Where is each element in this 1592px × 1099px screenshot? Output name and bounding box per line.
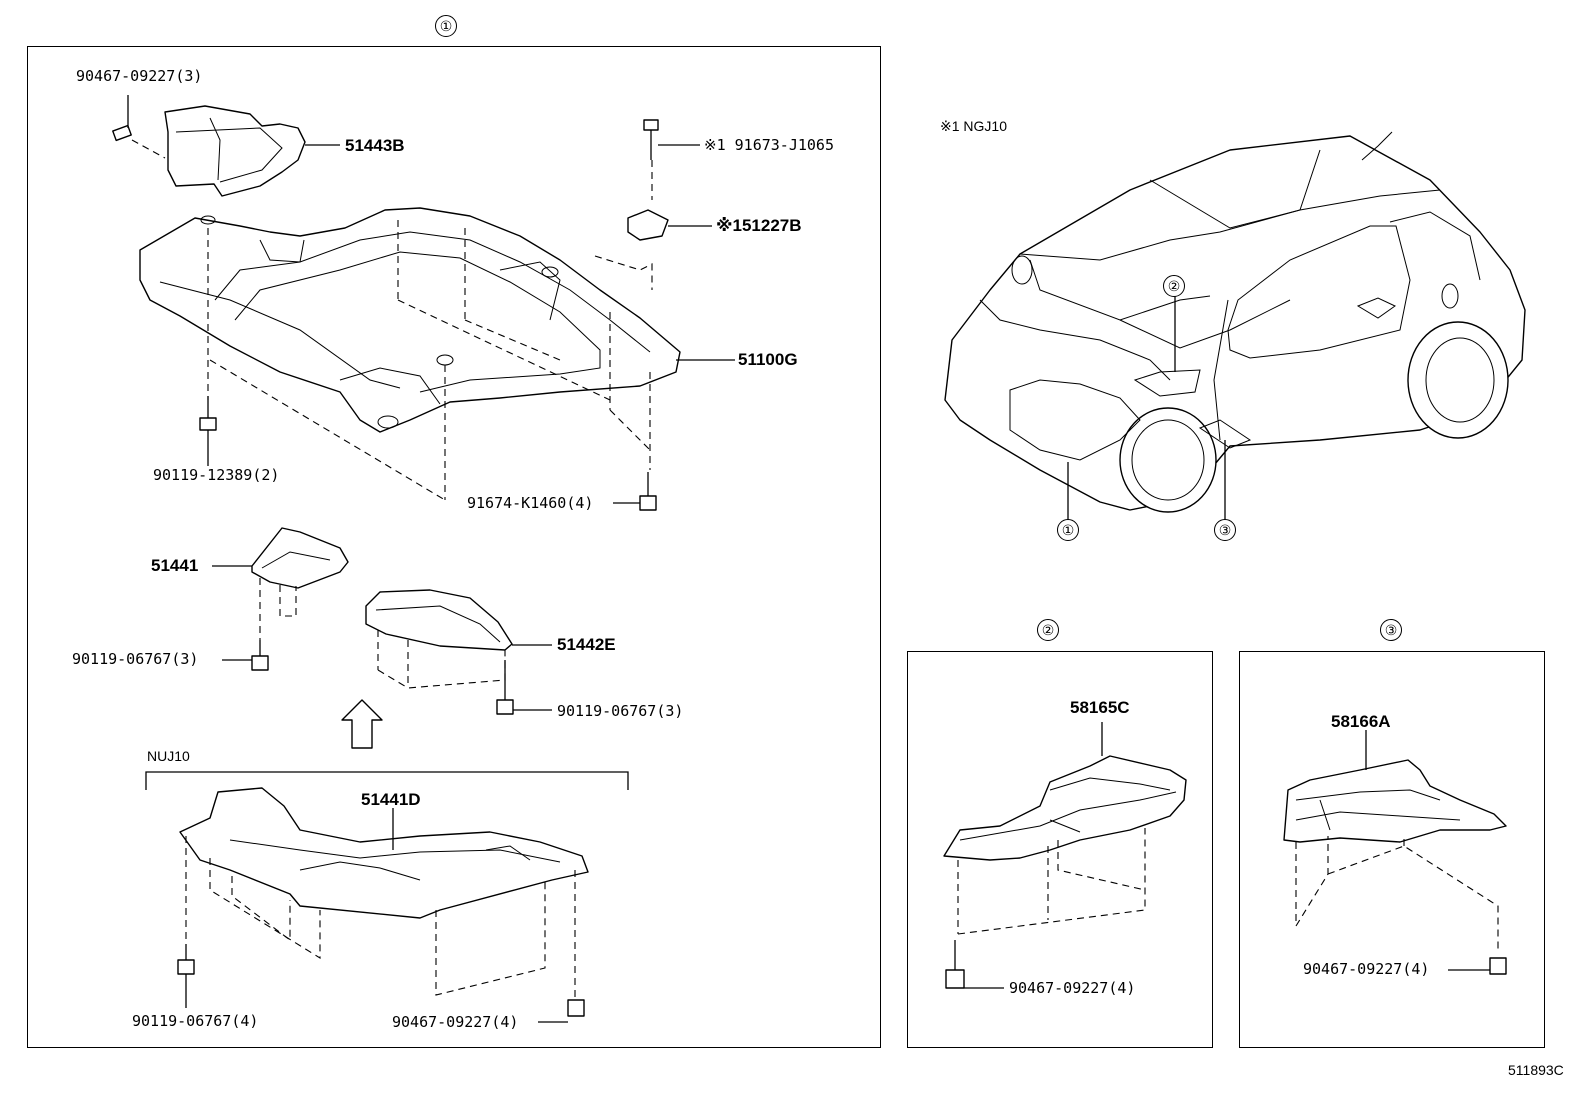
label-51442e: 51442E [557, 635, 616, 654]
bracket-51227b-drawing [627, 209, 712, 241]
label-bolt-91674-k1460-4: 91674-K1460(4) [467, 494, 594, 512]
label-bolt-90467-09227-4-panel2: 90467-09227(4) [1009, 979, 1136, 997]
label-51227b: ※151227B [716, 216, 802, 235]
label-bolt-90119-06767-4: 90119-06767(4) [132, 1012, 259, 1030]
callout-3-panel: ③ [1380, 619, 1402, 641]
label-51441: 51441 [151, 556, 199, 575]
label-bolt-90119-06767-3-right: 90119-06767(3) [557, 702, 684, 720]
panel-2-frame [907, 651, 1213, 1048]
label-58165c: 58165C [1070, 698, 1130, 717]
bolt-drawing-top-left [112, 95, 166, 159]
plate-51441d-drawing [179, 787, 589, 919]
label-bolt-90119-12389-2: 90119-12389(2) [153, 466, 280, 484]
label-58166a: 58166A [1331, 712, 1391, 731]
label-51443b: 51443B [345, 136, 405, 155]
part-58166a-drawing [1283, 730, 1507, 975]
plate-51441-drawing [212, 527, 349, 671]
label-bolt-90467-09227-4-panel3: 90467-09227(4) [1303, 960, 1430, 978]
label-bolt-91673-j1065: ※1 91673-J1065 [704, 136, 834, 154]
callout-3-vehicle: ③ [1214, 519, 1236, 541]
diagram-code: 511893C [1508, 1062, 1564, 1078]
bolt-drawing-top-right [643, 119, 700, 160]
main-parts-panel [27, 46, 881, 1048]
callout-2-panel: ② [1037, 619, 1059, 641]
callout-2-vehicle: ② [1163, 275, 1185, 297]
part-58165c-drawing [943, 722, 1187, 989]
label-51100g: 51100G [738, 350, 798, 369]
label-bolt-90119-06767-3-left: 90119-06767(3) [72, 650, 199, 668]
bolt-drawing-right [613, 472, 657, 511]
panel-3-frame [1239, 651, 1545, 1048]
label-bolt-90467-09227-3: 90467-09227(3) [76, 67, 203, 85]
callout-1-main: ① [435, 15, 457, 37]
vehicle-drawing [944, 131, 1526, 520]
label-nuj10: NUJ10 [147, 748, 190, 764]
plate-51442e-drawing [365, 589, 552, 715]
bolt-drawing-left [199, 396, 217, 466]
crossmember-51100g-drawing [139, 207, 735, 433]
nuj10-bracket [145, 771, 629, 790]
label-ngj10-note: ※1 NGJ10 [940, 118, 1007, 134]
shield-51443b-drawing [164, 105, 340, 197]
bolt-drawing-large-right [538, 999, 585, 1023]
label-51441d: 51441D [361, 790, 421, 809]
up-arrow [341, 699, 383, 749]
callout-1-vehicle: ① [1057, 519, 1079, 541]
bolt-drawing-large-left [177, 944, 195, 1008]
label-bolt-90467-09227-4-main: 90467-09227(4) [392, 1013, 519, 1031]
